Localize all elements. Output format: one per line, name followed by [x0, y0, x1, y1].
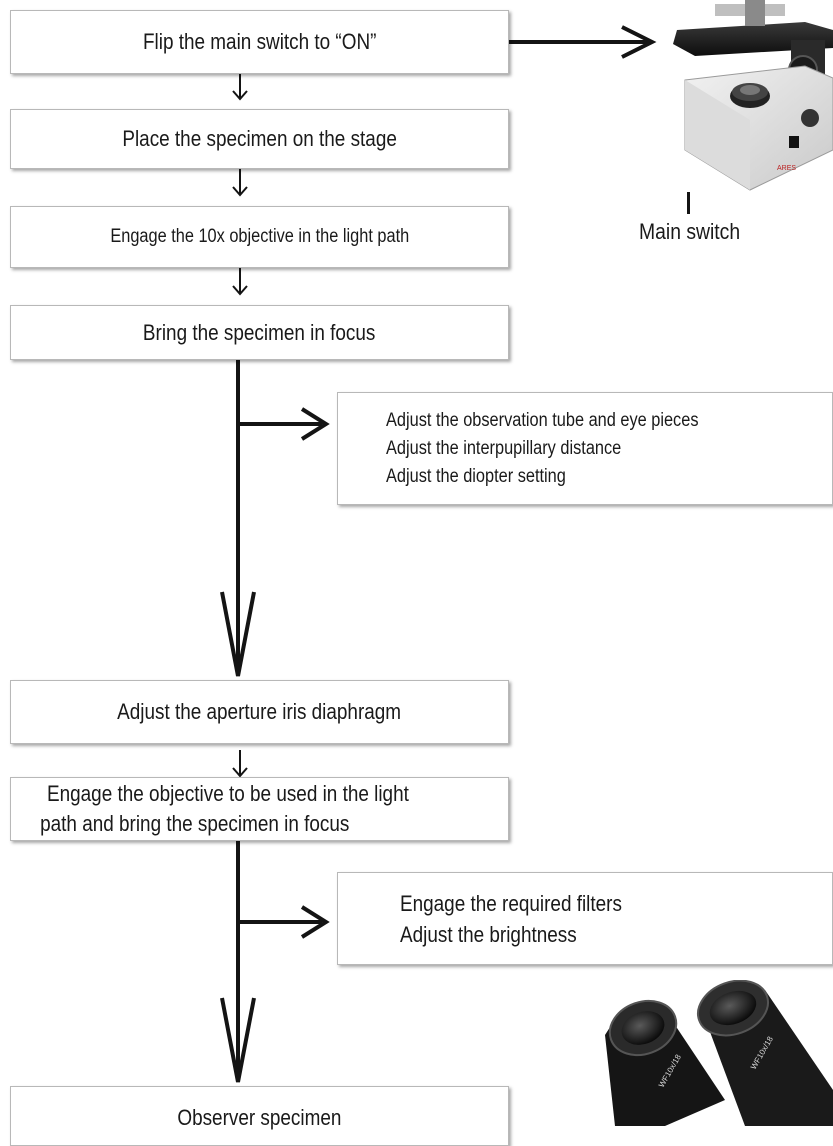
- step-label: Flip the main switch to “ON”: [142, 29, 377, 54]
- arrow-to-notes-1: [238, 407, 330, 441]
- arrow-step6-7: [220, 841, 256, 1083]
- side-notes-filters: Engage the required filters Adjust the b…: [337, 872, 833, 965]
- step-flip-main-switch: Flip the main switch to “ON”: [10, 10, 509, 74]
- arrow-step2-3: [232, 169, 248, 197]
- note-line: Engage the required filters: [400, 890, 622, 916]
- step-place-specimen: Place the specimen on the stage: [10, 109, 509, 169]
- step-label: Adjust the aperture iris diaphragm: [117, 699, 402, 724]
- microscope-illustration: ARES: [673, 0, 833, 191]
- note-line: Adjust the interpupillary distance: [386, 437, 622, 459]
- arrow-step1-2: [232, 72, 248, 101]
- svg-text:ARES: ARES: [777, 165, 796, 172]
- eyepieces-illustration: WF10x/18 WF10x/18: [605, 980, 833, 1126]
- main-switch-label: Main switch: [639, 219, 741, 244]
- note-line: Adjust the brightness: [400, 921, 577, 947]
- step-adjust-aperture: Adjust the aperture iris diaphragm: [10, 680, 509, 744]
- step-bring-in-focus: Bring the specimen in focus: [10, 305, 509, 360]
- side-notes-eyepieces: Adjust the observation tube and eye piec…: [337, 392, 833, 505]
- arrow-step4-5: [220, 360, 256, 677]
- arrow-step3-4: [232, 268, 248, 296]
- note-line: Adjust the diopter setting: [386, 465, 566, 487]
- arrow-to-notes-2: [238, 905, 330, 939]
- step-label-line: Engage the objective to be used in the l…: [47, 781, 409, 806]
- step-label: Place the specimen on the stage: [122, 126, 397, 151]
- step-engage-10x-objective: Engage the 10x objective in the light pa…: [10, 206, 509, 268]
- step-observe-specimen: Observer specimen: [10, 1086, 509, 1146]
- arrow-to-microscope: [508, 25, 657, 59]
- step-label: Engage the 10x objective in the light pa…: [110, 226, 409, 247]
- step-label-line: path and bring the specimen in focus: [40, 811, 350, 836]
- step-label: Bring the specimen in focus: [143, 319, 376, 345]
- arrow-step5-6: [232, 750, 248, 778]
- step-label: Observer specimen: [177, 1105, 342, 1130]
- step-engage-objective: Engage the objective to be used in the l…: [10, 777, 509, 841]
- main-switch-pointer: [687, 192, 690, 214]
- note-line: Adjust the observation tube and eye piec…: [386, 409, 699, 431]
